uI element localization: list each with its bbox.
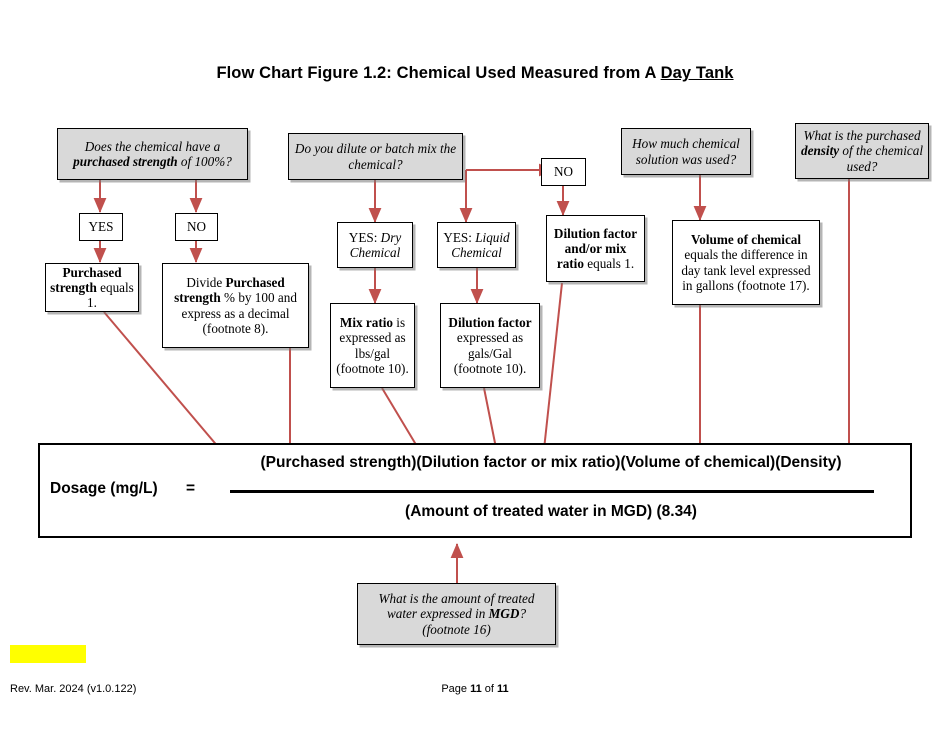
title-underlined: Day Tank — [660, 64, 734, 82]
node-purchased-strength-equals-1[interactable]: Purchased strength equals 1. — [45, 263, 139, 312]
node-no-1[interactable]: NO — [175, 213, 218, 241]
node-dilution-factor-equals-1[interactable]: Dilution factor and/or mix ratio equals … — [546, 215, 645, 282]
node-label: What is the amount of treated water expr… — [378, 591, 535, 637]
node-yes-dry-chemical[interactable]: YES: Dry Chemical — [337, 222, 413, 268]
footer-page-number: 11 — [470, 683, 482, 695]
node-question-purchased-density[interactable]: What is the purchased density of the che… — [795, 123, 929, 179]
node-question-how-much-chemical[interactable]: How much chemical solution was used? — [621, 128, 751, 175]
node-question-treated-water[interactable]: What is the amount of treated water expr… — [357, 583, 556, 645]
node-label: YES: Dry Chemical — [348, 229, 402, 260]
node-dilution-factor[interactable]: Dilution factor expressed as gals/Gal (f… — [440, 303, 540, 388]
node-label: NO — [553, 164, 574, 180]
node-no-2[interactable]: NO — [541, 158, 586, 186]
formula-numerator: (Purchased strength)(Dilution factor or … — [260, 454, 842, 471]
node-label: YES: Liquid Chemical — [443, 229, 510, 260]
node-mix-ratio[interactable]: Mix ratio is expressed as lbs/gal (footn… — [330, 303, 415, 388]
node-label: Does the chemical have a purchased stren… — [73, 138, 232, 169]
footer-page-total: 11 — [497, 683, 509, 695]
node-label: Divide Purchased strength % by 100 and e… — [174, 274, 297, 336]
node-label: Volume of chemical equals the difference… — [681, 231, 811, 293]
node-label: How much chemical solution was used? — [632, 136, 740, 167]
formula-denominator: (Amount of treated water in MGD) (8.34) — [405, 503, 697, 520]
node-volume-of-chemical[interactable]: Volume of chemical equals the difference… — [672, 220, 820, 305]
formula-equals: = — [186, 480, 196, 497]
footer-page-middle: of — [481, 683, 498, 695]
formula-fraction-bar — [230, 490, 874, 493]
footer-revision: Rev. Mar. 2024 (v1.0.122) — [10, 683, 137, 695]
node-yes-1[interactable]: YES — [79, 213, 123, 241]
highlight-marker — [10, 645, 86, 663]
node-label: What is the purchased density of the che… — [801, 128, 923, 174]
formula-label: Dosage (mg/L) — [50, 480, 158, 497]
footer-page: Page 11 of 11 — [0, 683, 950, 695]
node-label: YES — [88, 219, 114, 235]
page-title: Flow Chart Figure 1.2: Chemical Used Mea… — [0, 64, 950, 83]
node-label: NO — [186, 219, 207, 235]
node-question-dilute-or-batch[interactable]: Do you dilute or batch mix the chemical? — [288, 133, 463, 180]
node-label: Dilution factor and/or mix ratio equals … — [553, 225, 638, 272]
node-yes-liquid-chemical[interactable]: YES: Liquid Chemical — [437, 222, 516, 268]
node-label: Purchased strength equals 1. — [50, 264, 134, 311]
node-label: Dilution factor expressed as gals/Gal (f… — [448, 314, 532, 376]
node-question-purchased-strength[interactable]: Does the chemical have a purchased stren… — [57, 128, 248, 180]
node-label: Mix ratio is expressed as lbs/gal (footn… — [336, 314, 409, 376]
footer-page-prefix: Page — [441, 683, 471, 695]
node-label: Do you dilute or batch mix the chemical? — [294, 141, 457, 172]
node-divide-purchased-strength[interactable]: Divide Purchased strength % by 100 and e… — [162, 263, 309, 348]
title-prefix: Flow Chart Figure 1.2: Chemical Used Mea… — [216, 64, 661, 82]
